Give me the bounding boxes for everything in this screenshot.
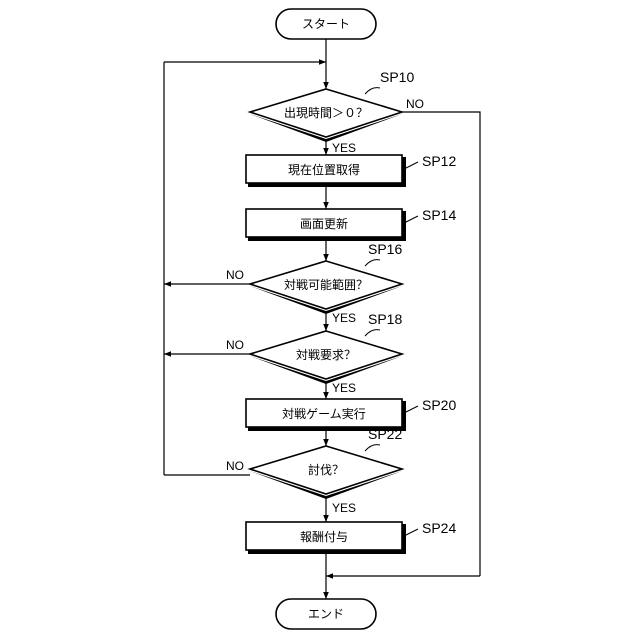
step-id-sp16: SP16 bbox=[368, 241, 402, 257]
leader-sp22 bbox=[365, 445, 380, 451]
start-label: スタート bbox=[302, 17, 350, 31]
decision-sp18-text: 対戦要求？ bbox=[296, 348, 356, 362]
process-sp24: 報酬付与 bbox=[246, 522, 406, 554]
decision-sp16: 対戦可能範囲？ bbox=[250, 261, 402, 314]
step-id-sp10: SP10 bbox=[380, 69, 414, 85]
leader-sp16 bbox=[365, 260, 380, 266]
yes-label-sp22: YES bbox=[332, 501, 356, 515]
no-label-sp10: NO bbox=[406, 97, 424, 111]
decision-sp10-text: 出現時間＞０？ bbox=[284, 106, 368, 120]
start-terminal: スタート bbox=[276, 9, 376, 39]
step-id-sp14: SP14 bbox=[422, 207, 456, 223]
step-id-sp20: SP20 bbox=[422, 397, 456, 413]
process-sp20-text: 対戦ゲーム実行 bbox=[282, 406, 366, 421]
decision-sp16-text: 対戦可能範囲？ bbox=[284, 277, 368, 292]
step-id-sp22: SP22 bbox=[368, 426, 402, 442]
process-sp14-text: 画面更新 bbox=[300, 216, 348, 231]
yes-label-sp18: YES bbox=[332, 381, 356, 395]
decision-sp10: 出現時間＞０？ bbox=[250, 89, 402, 142]
leader-sp18 bbox=[365, 330, 380, 336]
end-label: エンド bbox=[308, 607, 344, 621]
no-label-sp22: NO bbox=[226, 459, 244, 473]
decision-sp22-text: 討伐？ bbox=[308, 462, 344, 477]
process-sp24-text: 報酬付与 bbox=[300, 530, 348, 544]
step-id-sp18: SP18 bbox=[368, 311, 402, 327]
line-sp10-no bbox=[402, 112, 480, 576]
decision-sp22: 討伐？ bbox=[250, 446, 402, 499]
end-terminal: エンド bbox=[276, 599, 376, 629]
process-sp12-text: 現在位置取得 bbox=[288, 162, 360, 177]
yes-label-sp10: YES bbox=[332, 141, 356, 155]
decision-sp18: 対戦要求？ bbox=[250, 331, 402, 384]
no-label-sp18: NO bbox=[226, 338, 244, 352]
step-id-sp24: SP24 bbox=[422, 520, 456, 536]
leader-sp10 bbox=[365, 88, 380, 94]
process-sp12: 現在位置取得 bbox=[246, 155, 406, 187]
yes-label-sp16: YES bbox=[332, 311, 356, 325]
no-label-sp16: NO bbox=[226, 268, 244, 282]
process-sp14: 画面更新 bbox=[246, 209, 406, 241]
step-id-sp12: SP12 bbox=[422, 153, 456, 169]
